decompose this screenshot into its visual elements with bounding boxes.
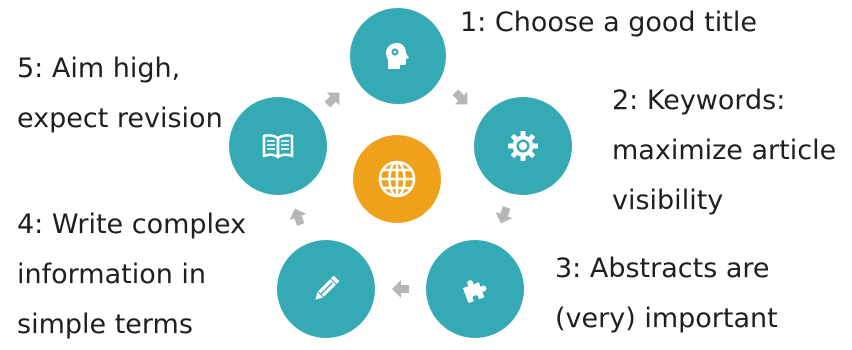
arrow-4-to-5 [289, 208, 307, 226]
step-4-label: 4: Write complex information in simple t… [17, 200, 246, 350]
step-5-label-line: 5: Aim high, [17, 53, 181, 84]
step-4-label-line: simple terms [17, 309, 193, 340]
step-4-label-line: 4: Write complex [17, 209, 247, 240]
step-1-label-line: 1: Choose a good title [460, 7, 757, 38]
step-1-circle [350, 8, 446, 104]
arrow-5-to-1 [324, 92, 340, 108]
book-icon [262, 134, 294, 159]
step-4-label-line: information in [17, 259, 207, 290]
step-5-label: 5: Aim high, expect revision [17, 44, 223, 144]
step-3-label: 3: Abstracts are (very) important [555, 244, 778, 344]
step-4-circle [277, 240, 375, 338]
step-5-circle [229, 97, 327, 195]
step-5-label-line: expect revision [17, 103, 223, 134]
arrow-1-to-2 [452, 89, 468, 105]
puzzle-icon [462, 280, 487, 304]
gear-icon [508, 131, 538, 161]
step-3-circle [426, 240, 524, 338]
step-1-label: 1: Choose a good title [460, 0, 757, 48]
step-2-label: 2: Keywords: maximize article visibility [612, 76, 836, 226]
step-3-label-line: (very) important [555, 303, 778, 334]
step-3-label-line: 3: Abstracts are [555, 253, 770, 284]
arrow-2-to-3 [495, 206, 513, 224]
pencil-icon [315, 275, 340, 300]
step-2-label-line: visibility [612, 185, 724, 216]
globe-icon [378, 160, 416, 198]
center-circle [353, 135, 441, 223]
head-icon [386, 43, 409, 69]
step-2-label-line: maximize article [612, 135, 837, 166]
step-2-label-line: 2: Keywords: [612, 85, 786, 116]
arrow-3-to-4 [392, 280, 409, 298]
step-2-circle [474, 97, 572, 195]
